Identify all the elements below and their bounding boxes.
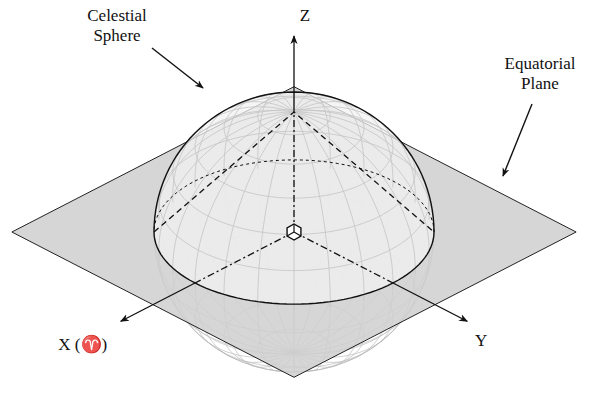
grid-line: [258, 112, 294, 308]
equator-front: [154, 232, 434, 304]
leader-line: [152, 48, 203, 88]
x-axis-inner: [195, 232, 294, 283]
meridian-guide: [154, 112, 434, 232]
x-axis: [121, 283, 195, 321]
sphere-grid-upper: [154, 92, 434, 310]
plane-and-hemisphere: [12, 87, 576, 378]
grid-line: [294, 112, 295, 310]
grid-line: [294, 112, 393, 289]
origin-symbol-edge: [287, 232, 294, 236]
grid-line: [294, 112, 330, 308]
axis-label: X (♈): [48, 335, 118, 355]
grid-line: [195, 112, 294, 289]
grid-line: [173, 110, 415, 235]
y-axis-inner: [294, 232, 393, 283]
grid-line: [294, 112, 364, 301]
z-axis: [293, 36, 294, 112]
callout-label: Celestial Sphere: [72, 6, 162, 45]
grid-line: [294, 107, 415, 203]
equatorial-plane: [12, 87, 576, 378]
y-axis: [393, 283, 467, 321]
callout-label: Equatorial Plane: [495, 54, 585, 93]
grid-line: [294, 111, 429, 220]
z-axis-inner: [293, 112, 294, 232]
origin-symbol: [287, 224, 301, 240]
axes-and-outlines: [121, 36, 467, 321]
grid-line: [173, 107, 294, 203]
origin-symbol-edge: [294, 232, 301, 236]
axis-label: Z: [290, 6, 320, 26]
origin-symbol-edge: [293, 224, 294, 232]
leader-line: [503, 104, 532, 176]
hemisphere-outline: [154, 92, 434, 232]
axis-label: Y: [466, 331, 496, 351]
